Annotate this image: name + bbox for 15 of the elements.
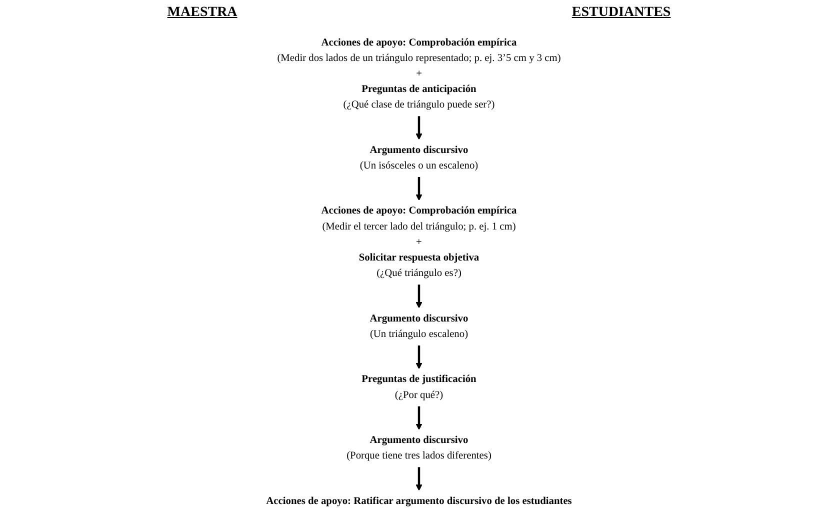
arrow [416,284,422,308]
node-text: Argumento discursivo (Porque tiene tres lados diferentes) [346,434,492,462]
arrow [416,406,422,430]
arrow [416,466,422,491]
node-text: Argumento discursivo (Un isósceles o un escaleno) [360,144,478,172]
arrow [416,345,422,370]
column-heading: MAESTRA [167,5,238,21]
node-text: Acciones de apoyo: Ratificar argumento discursivo de los estudiantes [266,496,572,507]
node-text: Argumento discursivo (Un triángulo escaleno) [370,313,468,340]
node-text: Acciones de apoyo: Comprobación empírica (Medir el tercer lado del triángulo; p. ej. 1 cm) + Solicitar respuesta objetiva (¿Qué triángulo es?) [321,206,517,280]
arrow [416,116,422,140]
node-text: Preguntas de justificación (¿Por qué?) [362,374,476,401]
column-heading: ESTUDIANTES [572,5,671,21]
arrow [416,176,422,201]
node-text: Acciones de apoyo: Comprobación empírica (Medir dos lados de un triángulo representado; p. ej. 3’5 cm y 3 cm) + Preguntas de anticipación (¿Qué clase de triángulo puede ser?) [277,37,561,111]
